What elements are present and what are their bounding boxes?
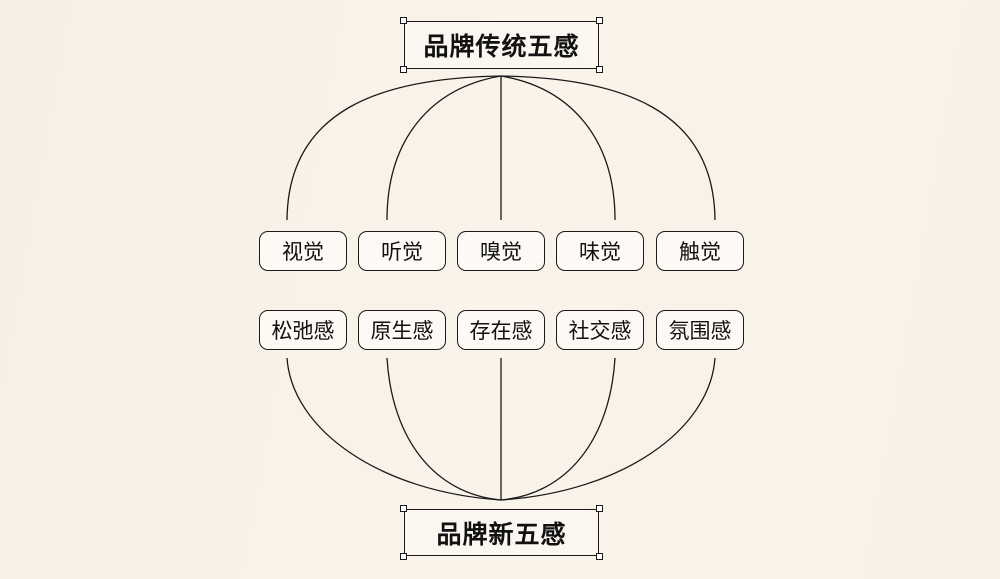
sense-pill-hearing: 听觉 xyxy=(358,231,446,271)
new-sense-pill-social: 社交感 xyxy=(556,310,644,350)
upper-arc-4 xyxy=(500,75,616,221)
sense-label: 视觉 xyxy=(282,240,324,264)
sense-label: 触觉 xyxy=(679,240,721,264)
lower-arc-1 xyxy=(286,357,502,501)
new-sense-pill-presence: 存在感 xyxy=(457,310,545,350)
sense-label: 听觉 xyxy=(381,240,423,264)
resize-handle-icon xyxy=(596,17,603,24)
bottom-title-box: 品牌新五感 xyxy=(400,505,603,560)
upper-arc-5 xyxy=(500,75,716,221)
sense-pill-touch: 触觉 xyxy=(656,231,744,271)
upper-arc-1 xyxy=(286,75,502,221)
sense-label: 味觉 xyxy=(579,240,621,264)
new-sense-label: 松弛感 xyxy=(271,319,335,343)
top-title-box: 品牌传统五感 xyxy=(400,17,603,73)
new-sense-pill-atmosphere: 氛围感 xyxy=(656,310,744,350)
sense-label: 嗅觉 xyxy=(480,240,522,264)
sense-pill-taste: 味觉 xyxy=(556,231,644,271)
resize-handle-icon xyxy=(400,17,407,24)
top-title: 品牌传统五感 xyxy=(423,32,580,61)
sense-pill-smell: 嗅觉 xyxy=(457,231,545,271)
new-sense-label: 社交感 xyxy=(568,319,632,343)
bottom-title: 品牌新五感 xyxy=(436,519,567,549)
resize-handle-icon xyxy=(400,553,407,560)
resize-handle-icon xyxy=(596,505,603,512)
new-sense-pill-authenticity: 原生感 xyxy=(358,310,446,350)
new-sense-label: 存在感 xyxy=(469,319,533,343)
resize-handle-icon xyxy=(596,553,603,560)
new-sense-label: 原生感 xyxy=(370,319,434,343)
upper-arc-2 xyxy=(386,75,502,221)
resize-handle-icon xyxy=(596,66,603,73)
sense-pill-sight: 视觉 xyxy=(259,231,347,271)
lower-arc-5 xyxy=(500,357,716,501)
new-sense-label: 氛围感 xyxy=(668,319,732,343)
resize-handle-icon xyxy=(400,505,407,512)
lower-arc-2 xyxy=(386,357,502,501)
resize-handle-icon xyxy=(400,66,407,73)
lower-arc-4 xyxy=(500,357,616,501)
new-sense-pill-relaxation: 松弛感 xyxy=(259,310,347,350)
